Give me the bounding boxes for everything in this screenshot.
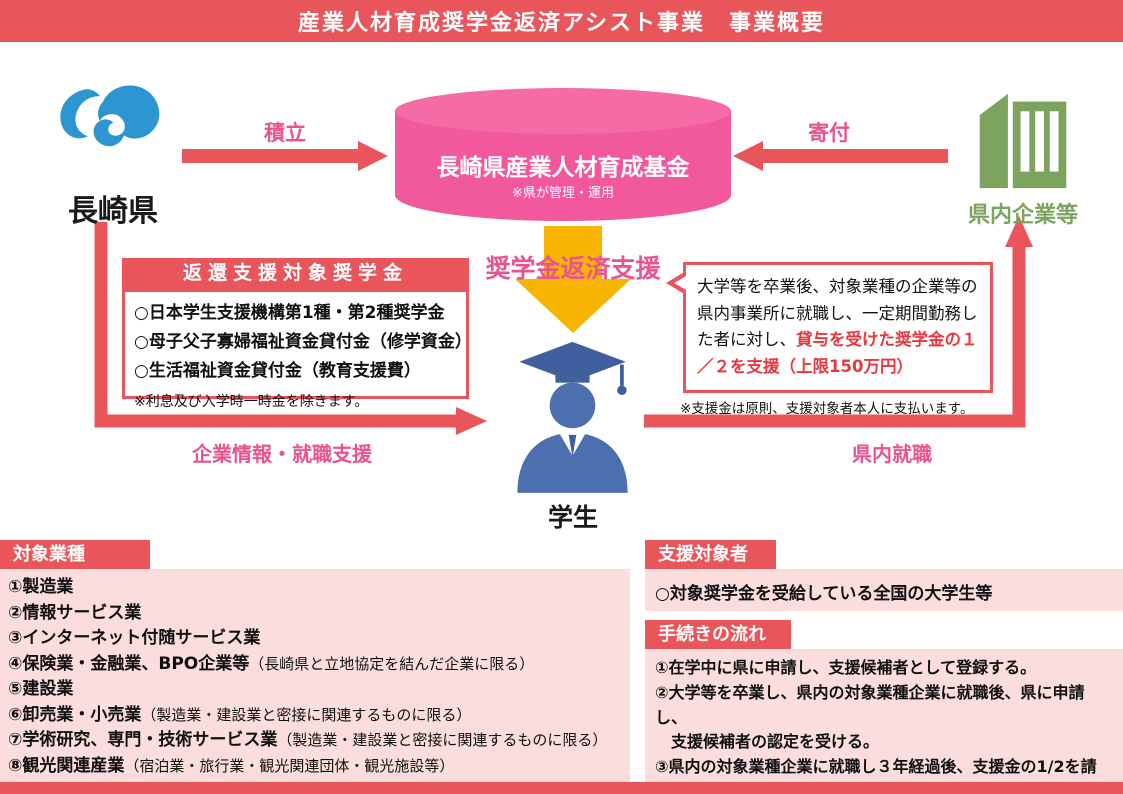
industry-item-main: ④保険業・金融業、BPO企業等 (8, 653, 250, 674)
industry-item-note: （製造業・建設業と密接に関連するものに限る） (141, 705, 472, 724)
procedure-panel: ①在学中に県に申請し、支援候補者として登録する。 ②大学等を卒業し、県内の対象業… (645, 649, 1123, 794)
industry-item-main: ⑦学術研究、専門・技術サービス業 (8, 730, 278, 750)
fund-cylinder-top (395, 88, 731, 134)
industry-item-main: ⑥卸売業・小売業 (8, 704, 142, 725)
footer-bar (0, 782, 1123, 794)
industry-item: ③インターネット付随サービス業 (8, 626, 630, 652)
support-target-title: 支援対象者 (645, 540, 776, 569)
deposit-arrow-label: 積立 (264, 121, 306, 145)
scholarship-note: ※利息及び入学時一時金を除きます。 (134, 394, 369, 410)
support-target-item: ○対象奨学金を受給している全国の大学生等 (655, 584, 993, 604)
employment-support-label: 企業情報・就職支援 (192, 442, 372, 466)
industry-item: ⑥卸売業・小売業（製造業・建設業と密接に関連するものに限る） (8, 703, 630, 729)
industry-item-note: （長崎県と立地協定を結んだ企業に限る） (249, 654, 535, 673)
support-target-panel: ○対象奨学金を受給している全国の大学生等 (645, 569, 1123, 611)
bubble-note: ※支援金は原則、支援対象者本人に支払います。 (680, 401, 974, 417)
student-label: 学生 (547, 503, 598, 532)
procedure-step: ②大学等を卒業し、県内の対象業種企業に就職後、県に申請し、 支援候補者の認定を受… (655, 682, 1085, 752)
industry-item: ⑧観光関連産業（宿泊業・旅行業・観光関連団体・観光施設等） (8, 754, 630, 780)
company-building (962, 86, 1084, 197)
nagasaki-swirl-icon (60, 85, 160, 147)
support-bubble: 大学等を卒業後、対象業種の企業等の県内事業所に就職し、一定期間勤務した者に対し、… (666, 262, 993, 393)
fund-note: ※県が管理・運用 (512, 186, 614, 201)
prefecture-label: 長崎県 (68, 194, 158, 229)
building-icon (979, 93, 1067, 189)
industry-item: ⑤建設業 (8, 677, 630, 703)
bubble-text-plain: 大学等を卒業後、対象業種の企業等の県内事業所に就職し、一定期間勤務した者に対し、 (697, 277, 978, 350)
industry-item: ①製造業 (8, 575, 630, 601)
scholarship-item: ○母子父子寡婦福祉資金貸付金（修学資金） (134, 332, 472, 353)
industries-panel: ①製造業 ②情報サービス業 ③インターネット付随サービス業 ④保険業・金融業、B… (0, 569, 630, 782)
nagasaki-logo (50, 78, 175, 168)
industries-title: 対象業種 (0, 540, 150, 569)
companies-label: 県内企業等 (967, 203, 1078, 228)
scholarship-box-body: ○日本学生支援機構第1種・第2種奨学金 ○母子父子寡婦福祉資金貸付金（修学資金）… (122, 289, 472, 399)
header-bar: 産業人材育成奨学金返済アシスト事業 事業概要 (0, 0, 1123, 42)
industry-item-note: （製造業・建設業と密接に関連するものに限る） (277, 731, 608, 749)
repayment-support-label: 奨学金返済支援 (485, 254, 661, 283)
fund-title: 長崎県産業人材育成基金 (436, 155, 690, 181)
industry-item: ④保険業・金融業、BPO企業等（長崎県と立地協定を結んだ企業に限る） (8, 652, 630, 678)
industry-item-main: ③インターネット付随サービス業 (8, 628, 261, 648)
scholarship-box-title: 返還支援対象奨学金 (122, 258, 469, 289)
procedure-title: 手続きの流れ (645, 620, 791, 649)
student-icon (517, 341, 628, 493)
bubble-text-emphasis: 貸与を受けた奨学金の１／２を支援（上限150万円） (697, 330, 978, 377)
industry-item-main: ⑧観光関連産業 (8, 755, 125, 776)
industry-item-note: （宿泊業・旅行業・観光関連団体・観光施設等） (124, 756, 455, 775)
donation-arrow-label: 寄付 (808, 121, 850, 145)
industry-item-main: ①製造業 (8, 577, 74, 597)
student (506, 336, 639, 497)
page-title: 産業人材育成奨学金返済アシスト事業 事業概要 (297, 11, 826, 36)
industry-item-main: ⑤建設業 (8, 679, 74, 699)
local-employment-label: 県内就職 (852, 442, 932, 466)
industry-item: ②情報サービス業 (8, 601, 630, 627)
industry-item-main: ②情報サービス業 (8, 602, 142, 623)
industry-item: ⑦学術研究、専門・技術サービス業（製造業・建設業と密接に関連するものに限る） (8, 728, 630, 754)
scholarship-box: 返還支援対象奨学金 ○日本学生支援機構第1種・第2種奨学金 ○母子父子寡婦福祉資… (122, 258, 472, 399)
fund-cylinder: 長崎県産業人材育成基金 ※県が管理・運用 (395, 88, 731, 221)
scholarship-item: ○日本学生支援機構第1種・第2種奨学金 (134, 303, 445, 323)
procedure-step: ①在学中に県に申請し、支援候補者として登録する。 (655, 658, 1037, 677)
scholarship-item: ○生活福祉資金貸付金（教育支援費） (134, 361, 421, 382)
